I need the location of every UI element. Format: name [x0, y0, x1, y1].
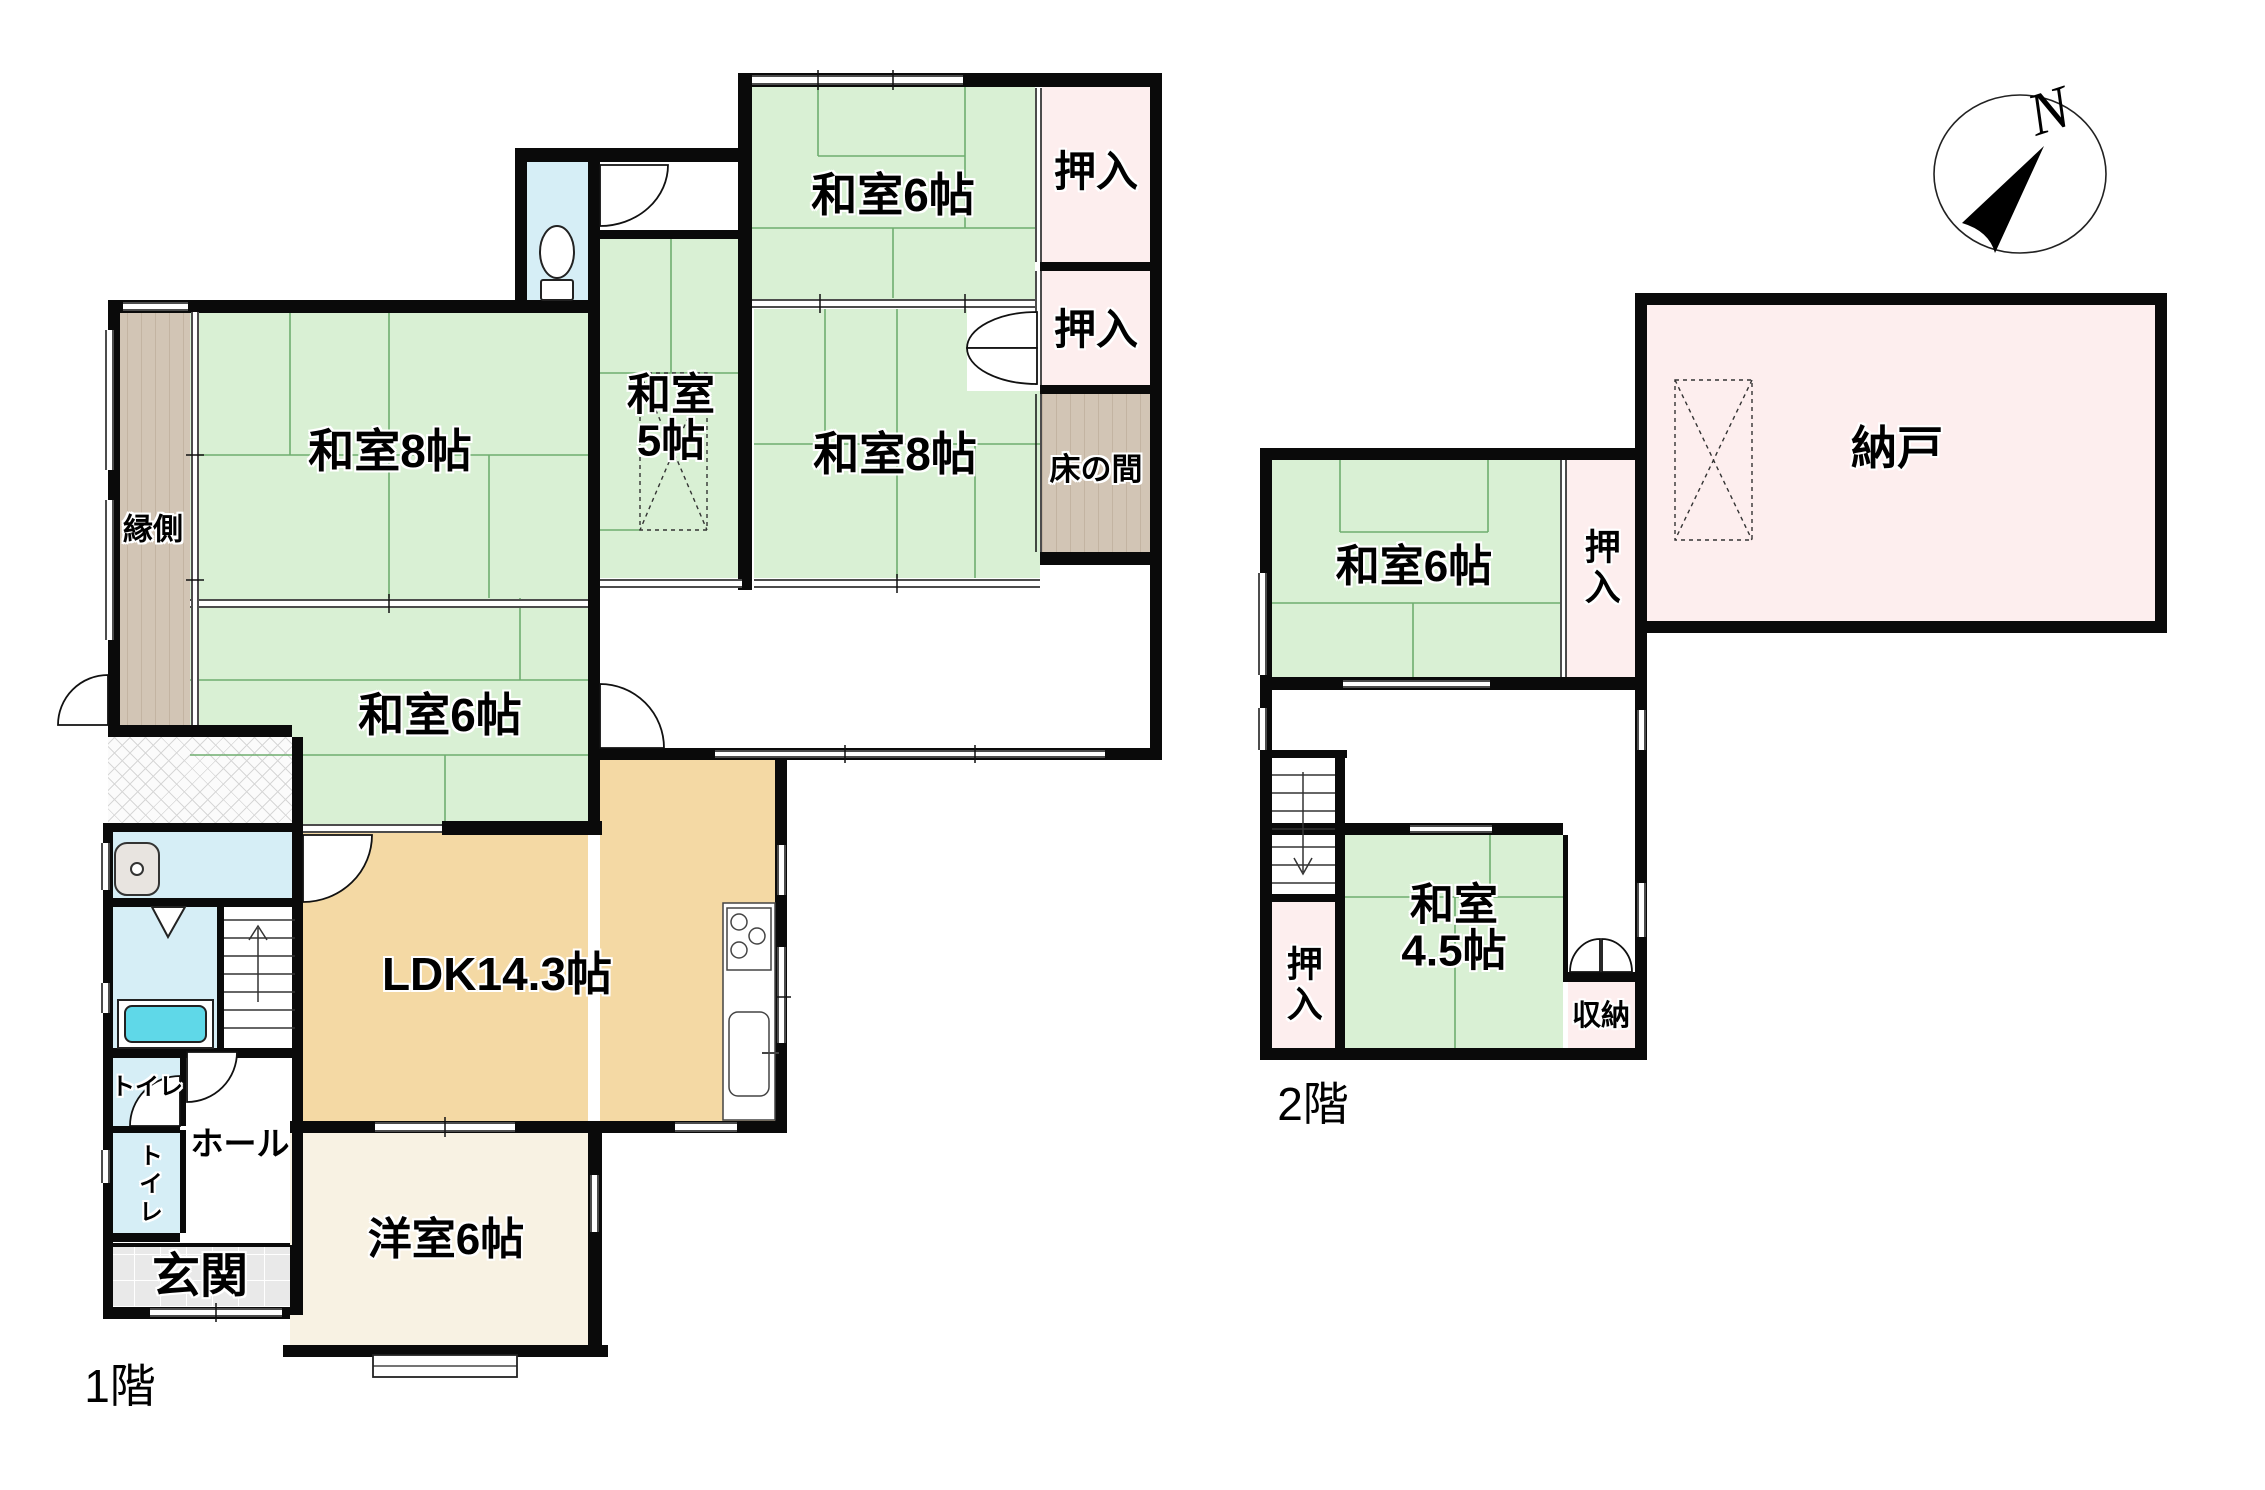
void-marker-washitsu5	[639, 372, 708, 531]
door-arc-porch-ldk	[302, 834, 373, 903]
label-2f-washitsu45: 和室 4.5帖	[1401, 882, 1506, 974]
room-2f-washitsu6	[1272, 460, 1560, 677]
label-floor1: 1階	[84, 1360, 156, 1413]
label-washitsu6-north: 和室6帖	[811, 169, 975, 222]
room-2f-shunou	[1568, 982, 1635, 1048]
service-porch	[108, 737, 292, 825]
room-2f-oshiire-lower	[1272, 902, 1335, 1048]
stairs-2f	[1272, 772, 1335, 884]
door-arc-washitsu6-center	[599, 683, 665, 749]
kitchen-sink-icon	[728, 1011, 779, 1097]
label-2f-oshiire-lower: 押入	[1281, 945, 1323, 1025]
label-washitsu6-center: 和室6帖	[358, 689, 522, 742]
label-washitsu8-east: 和室8帖	[813, 428, 977, 481]
door-arc-shunou-2	[1601, 938, 1633, 973]
door-arc-hall-north	[186, 1051, 238, 1103]
label-toilet-lower: トイレ	[134, 1143, 162, 1227]
toilet-icon	[539, 225, 575, 301]
label-oshiire-mid: 押入	[1053, 306, 1139, 354]
bathtub-icon	[117, 999, 214, 1049]
compass-icon: N	[1933, 72, 2107, 254]
door-arc-oshiire-mid-2	[966, 347, 1038, 385]
label-2f-oshiire-upper: 押入	[1579, 528, 1621, 608]
stairs-1f	[224, 919, 295, 1029]
label-2f-nando: 納戸	[1851, 422, 1943, 475]
room-engawa	[113, 300, 190, 737]
label-ldk: LDK14.3帖	[381, 948, 613, 1001]
folding-door-icon	[150, 906, 187, 940]
label-floor2: 2階	[1277, 1078, 1349, 1131]
bay-window	[372, 1354, 518, 1378]
room-2f-oshiire-upper	[1566, 460, 1635, 677]
stove-icon	[726, 907, 772, 971]
label-2f-washitsu6: 和室6帖	[1335, 542, 1493, 592]
label-engawa: 縁側	[123, 513, 183, 547]
room-2f-washitsu45	[1345, 835, 1563, 1048]
room-tokonoma	[1042, 394, 1150, 552]
door-arcs	[57, 164, 1633, 1127]
door-arc-oshiire-mid-1	[966, 311, 1038, 349]
room-oshiire-mid	[1042, 271, 1150, 385]
kitchen-counter	[722, 902, 779, 1121]
door-arc-toilet-upper	[129, 1075, 181, 1127]
label-hall: ホール	[190, 1124, 290, 1162]
label-2f-washitsu45-line2: 4.5帖	[1401, 926, 1507, 975]
windows	[101, 70, 1646, 1232]
tatami-seams	[190, 87, 1563, 1048]
door-arc-shunou-1	[1569, 938, 1601, 973]
void-marker-nando	[1674, 379, 1753, 541]
door-arc-engawa-end	[57, 674, 109, 726]
label-genkan: 玄関	[151, 1250, 249, 1304]
room-genkan	[108, 1245, 290, 1307]
room-toilet-lower	[108, 1130, 180, 1233]
room-oshiire-north	[1042, 87, 1150, 262]
label-washitsu5-line2: 5帖	[636, 416, 706, 465]
label-washitsu8-west: 和室8帖	[308, 425, 472, 478]
label-washitsu5-line1: 和室	[627, 370, 715, 420]
door-arc-washitsu5-entry	[599, 164, 669, 227]
label-youshitsu: 洋室6帖	[367, 1215, 525, 1265]
label-toilet-upper: トイレ	[111, 1073, 183, 1101]
label-tokonoma: 床の間	[1049, 451, 1143, 487]
label-2f-washitsu45-line1: 和室	[1409, 880, 1498, 930]
label-oshiire-north: 押入	[1053, 148, 1139, 196]
label-washitsu5: 和室 5帖	[627, 372, 715, 464]
washbasin-icon	[114, 842, 160, 896]
room-youshitsu	[290, 1133, 588, 1345]
sliding-doors	[150, 294, 1492, 1322]
room-2f-nando	[1647, 305, 2155, 621]
label-2f-shunou: 収納	[1571, 999, 1631, 1032]
